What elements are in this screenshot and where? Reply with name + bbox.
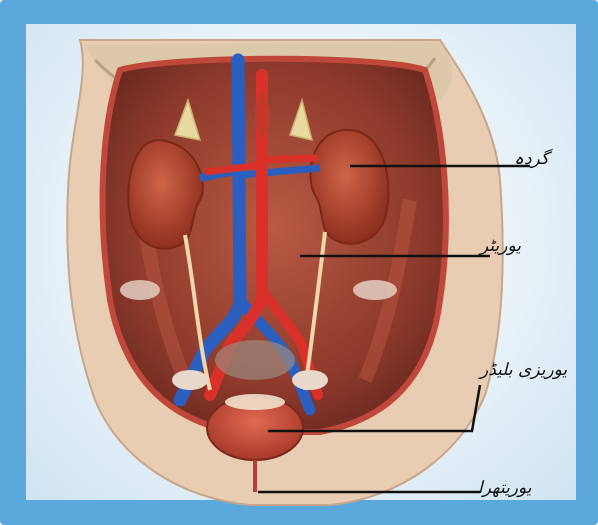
label-bladder: یوریزی بلیڈر <box>480 360 567 380</box>
label-urethra: یوریتھرا <box>478 478 532 498</box>
label-kidney: گردہ <box>514 148 549 169</box>
label-ureter: یوریٹر <box>480 236 521 256</box>
